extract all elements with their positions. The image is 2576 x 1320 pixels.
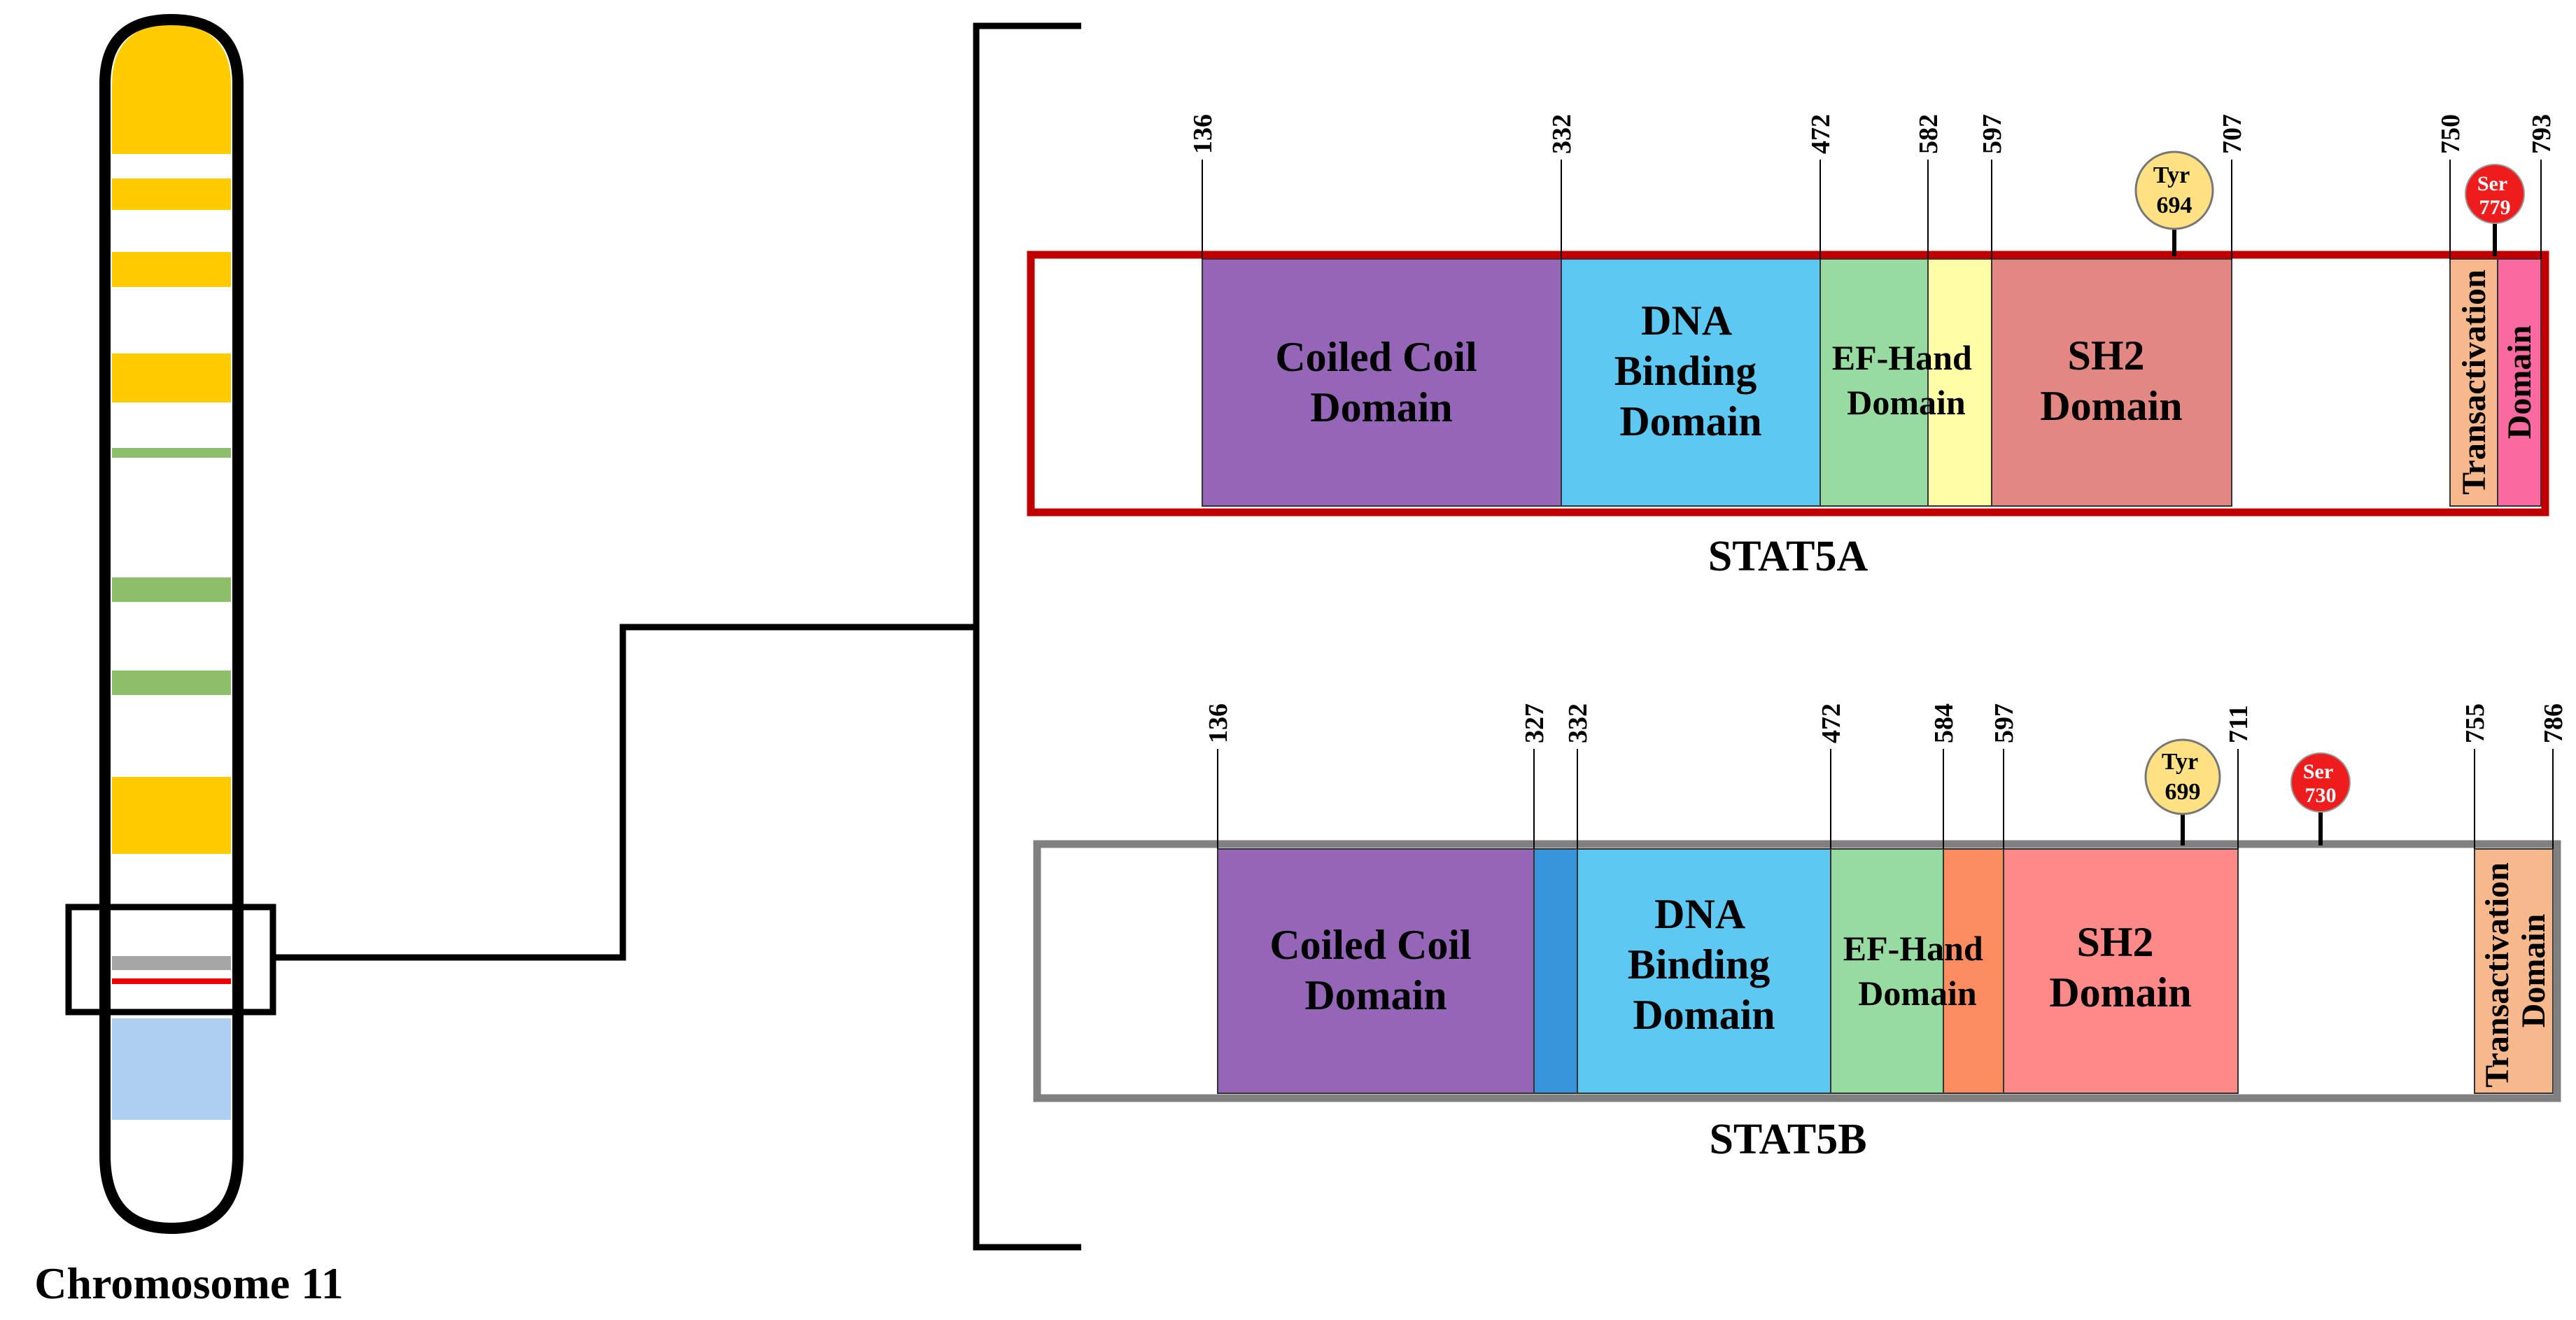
stat5b-transactivation-domain <box>2474 848 2554 1094</box>
stat5b-ser-site <box>2290 752 2351 813</box>
stat5a-coiled-coil-label: Coiled Coil Domain <box>1275 334 1487 430</box>
stat5a-ser-site <box>2465 164 2525 224</box>
stat5b-linker-blue-domain <box>1533 848 1578 1094</box>
stat5b-tick-label: 584 <box>1929 703 1959 743</box>
stat5b-sh2-label: SH2 Domain <box>2049 919 2191 1016</box>
chromosome-band-yellow-top <box>112 22 231 154</box>
stat5a-pink-domain-label: Domain <box>2501 325 2538 440</box>
stat5b-ef-hand-label: EF-Hand Domain <box>1843 929 1992 1013</box>
stat5b-tick-label: 786 <box>2539 703 2568 743</box>
chromosome-band-yellow-2 <box>112 178 231 210</box>
stat5a-dna-binding-label: DNA Binding Domain <box>1614 297 1767 444</box>
stat5a-pink-domain <box>2497 258 2542 507</box>
stat5b-coiled-coil-domain <box>1217 848 1535 1094</box>
stat5b-coiled-coil-label: Coiled Coil Domain <box>1269 922 1481 1018</box>
stat5b-tick-label: 472 <box>1817 703 1846 743</box>
chromosome-11: Chromosome 11 <box>34 13 344 1308</box>
chromosome-band-red <box>112 978 231 984</box>
stat5b-ser-site-label: Ser 730 <box>2303 760 2338 807</box>
stat5b-title: STAT5B <box>1709 1116 1866 1163</box>
stat5a-frame <box>1027 251 2549 517</box>
stat5a-dna-binding-domain <box>1561 258 1821 507</box>
stat5a-sh2-domain <box>1991 258 2232 507</box>
stat5b-diagram: 136 327 332 472 584 597 711 755 786 Coil… <box>1033 703 2568 1163</box>
stat5b-dna-binding-domain <box>1577 848 1831 1094</box>
stat5b-frame <box>1033 840 2561 1102</box>
stat5a-tick-label: 597 <box>1978 114 2007 154</box>
chromosome-band-yellow-4 <box>112 353 231 402</box>
stat5a-tyr-site-label: Tyr 694 <box>2153 162 2195 218</box>
stat5b-tick-label: 136 <box>1204 703 1233 743</box>
stat5b-tick-label: 711 <box>2224 705 2253 743</box>
stat5a-tick-label: 582 <box>1914 114 1943 154</box>
stat5a-tick-label: 793 <box>2527 114 2556 154</box>
stat5a-tick-label: 332 <box>1547 114 1577 154</box>
stat5b-tyr-site <box>2144 738 2221 815</box>
stat5a-ef-hand-label: EF-Hand Domain <box>1832 338 1981 422</box>
stat5b-tick-label: 597 <box>1990 703 2019 743</box>
stat5a-linker-domain <box>1927 258 1992 507</box>
stat5b-tyr-site-label: Tyr 699 <box>2162 749 2204 805</box>
stat5b-tick-label: 327 <box>1520 703 1549 743</box>
chromosome-label: Chromosome 11 <box>34 1258 343 1308</box>
chromosome-band-green-2 <box>112 577 231 602</box>
stat5a-title: STAT5A <box>1708 533 1868 580</box>
chromosome-band-yellow-3 <box>112 252 231 287</box>
stat5a-tick-label: 472 <box>1806 114 1836 154</box>
stat5b-sh2-domain <box>2003 848 2239 1094</box>
stat5b-tick-lines <box>1217 749 2554 849</box>
connector-from-chromosome <box>273 624 976 961</box>
stat5a-tick-label: 136 <box>1188 114 1218 154</box>
stat5b-ef-hand-domain <box>1830 848 1944 1094</box>
stat5a-tick-label: 750 <box>2436 114 2465 154</box>
stat5b-linker-orange-domain <box>1943 848 2004 1094</box>
stat5a-sh2-label: SH2 Domain <box>2040 332 2182 429</box>
stat5a-tick-lines <box>1202 160 2542 259</box>
stat5a-tick-label: 707 <box>2218 114 2247 154</box>
stat5b-tick-label: 332 <box>1563 703 1593 743</box>
stat5a-tyr-site <box>2134 150 2214 230</box>
stat5b-tick-label: 755 <box>2461 703 2490 743</box>
bracket <box>973 22 1081 1251</box>
stat5b-dna-binding-label: DNA Binding Domain <box>1628 891 1780 1038</box>
chromosome-band-gray <box>112 956 231 970</box>
stat5a-ser-site-label: Ser 779 <box>2477 172 2512 219</box>
chromosome-band-yellow-5 <box>112 777 231 854</box>
chromosome-band-green-1 <box>112 448 231 458</box>
chromosome-outline <box>99 13 244 1235</box>
connector-lines <box>273 22 1081 1251</box>
stat5a-transactivation-label: Transactivation <box>2456 269 2493 495</box>
stat5a-coiled-coil-domain <box>1202 258 1562 507</box>
stat5a-diagram: 136 332 472 582 597 707 750 793 Coiled C… <box>1027 114 2556 580</box>
stat5b-transactivation-label: Transactivation Domain <box>2479 854 2552 1088</box>
chromosome-band-blue <box>112 1018 231 1120</box>
chromosome-band-green-3 <box>112 670 231 695</box>
